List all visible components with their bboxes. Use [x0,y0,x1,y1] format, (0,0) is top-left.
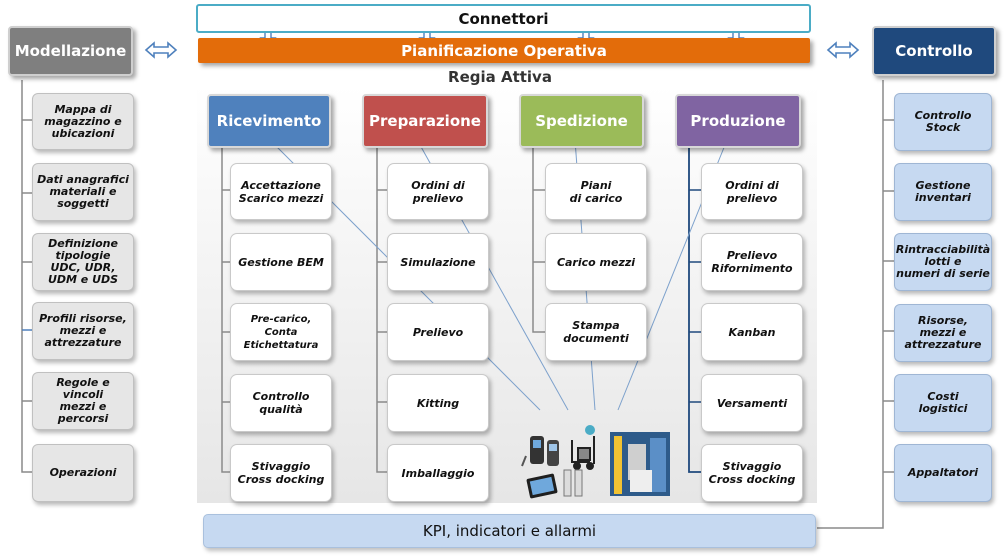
modellazione-item: Definizione tipologie UDC, UDR, UDM e UD… [32,233,134,291]
forklift-icon [571,425,595,470]
controllo-item: Rintracciabilità lotti e numeri di serie [894,233,992,291]
double-arrow-left-icon [144,41,178,59]
modellazione-item: Mappa di magazzino e ubicazioni [32,93,134,150]
modellazione-item: Operazioni [32,444,134,502]
regia-attiva-title: Regia Attiva [380,67,620,87]
regia-attiva-label: Regia Attiva [448,68,552,86]
col3-tree [532,148,545,333]
modellazione-label: Modellazione [14,42,127,60]
controllo-header: Controllo [872,26,996,76]
ricevimento-item: Pre-carico, Conta Etichettatura [230,303,332,361]
produzione-item: Stivaggio Cross docking [701,444,803,502]
preparazione-item: Imballaggio [387,444,489,502]
controllo-item: Controllo Stock [894,93,992,151]
preparazione-item: Kitting [387,374,489,432]
preparazione-item: Ordini di prelievo [387,163,489,220]
right-tree-line [817,80,884,529]
ricevimento-item: Stivaggio Cross docking [230,444,332,502]
spedizione-item: Carico mezzi [545,233,647,291]
center-panel [197,85,817,503]
kpi-label: KPI, indicatori e allarmi [422,522,597,540]
modellazione-item: Dati anagrafici materiali e soggetti [32,163,134,221]
modellazione-header: Modellazione [8,26,133,76]
pianificazione-bar: Pianificazione Operativa [198,38,810,63]
controllo-item: Gestione inventari [894,163,992,221]
ricevimento-item: Gestione BEM [230,233,332,291]
produzione-item: Prelievo Rifornimento [701,233,803,291]
preparazione-item: Simulazione [387,233,489,291]
controllo-item: Risorse, mezzi e attrezzature [894,304,992,362]
automated-warehouse-icon [610,432,670,496]
produzione-item: Versamenti [701,374,803,432]
preparazione-item: Prelievo [387,303,489,361]
modellazione-item: Regole e vincoli mezzi e percorsi [32,372,134,430]
ricevimento-item: Controllo qualità [230,374,332,432]
ricevimento-item: Accettazione Scarico mezzi [230,163,332,220]
col1-tree [221,148,230,473]
col4-tree [688,148,701,473]
left-tree-line [21,80,32,473]
controllo-item: Costi logistici [894,374,992,432]
kpi-bar: KPI, indicatori e allarmi [203,514,816,548]
produzione-header: Produzione [675,94,801,148]
handheld-terminal-icon [521,436,559,467]
modellazione-item: Profili risorse, mezzi e attrezzature [32,302,134,360]
connettori-label: Connettori [458,9,549,28]
controllo-item: Appaltatori [894,444,992,502]
tablet-icon [526,473,558,499]
controllo-label: Controllo [895,42,973,60]
connettori-bar: Connettori [196,4,811,33]
produzione-item: Kanban [701,303,803,361]
pianificazione-label: Pianificazione Operativa [401,41,607,60]
double-arrow-right-icon [826,41,860,59]
preparazione-header: Preparazione [362,94,488,148]
spedizione-item: Piani di carico [545,163,647,220]
spedizione-item: Stampa documenti [545,303,647,361]
barcode-gate-icon [563,469,583,497]
produzione-item: Ordini di prelievo [701,163,803,220]
ricevimento-header: Ricevimento [207,94,331,148]
col2-tree [376,148,387,473]
spedizione-header: Spedizione [519,94,644,148]
